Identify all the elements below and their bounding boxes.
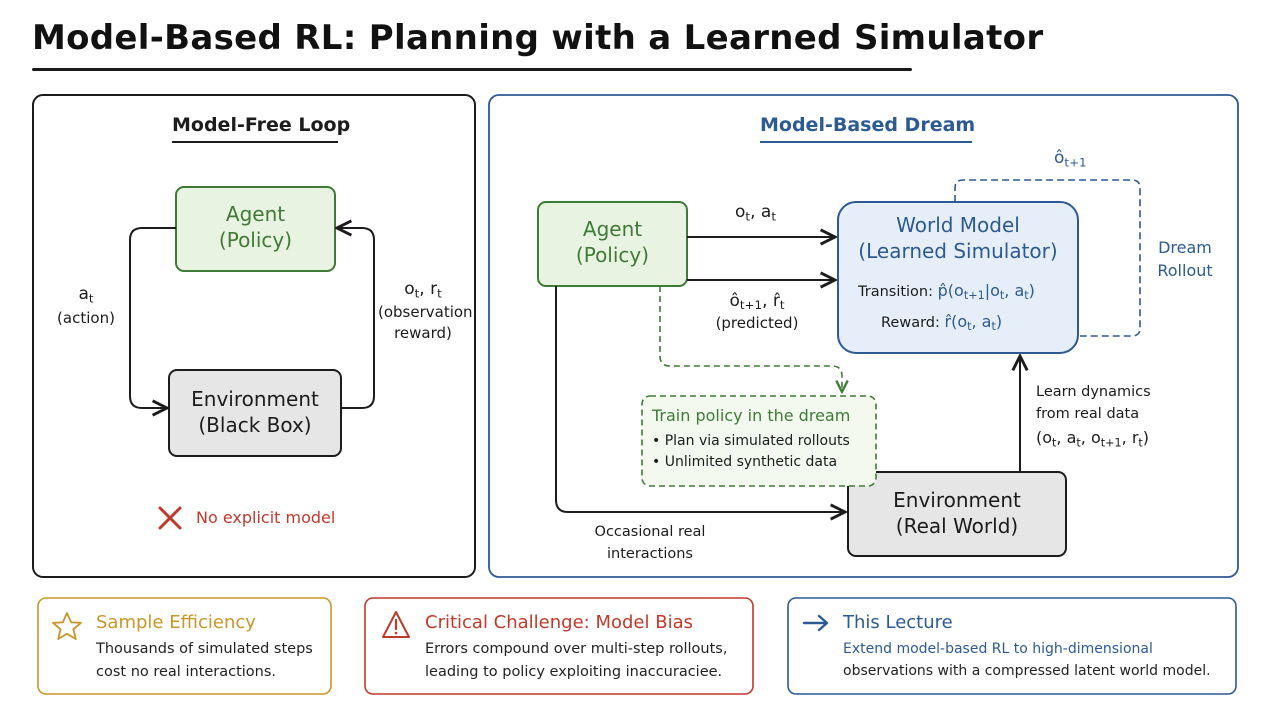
train-bullet-1: • Plan via simulated rollouts xyxy=(652,432,850,449)
page-title: Model-Based RL: Planning with a Learned … xyxy=(32,18,1044,58)
left-agent-label: Agent (Policy) xyxy=(176,201,335,253)
train-policy-title: Train policy in the dream xyxy=(652,406,851,425)
left-agent-line2: (Policy) xyxy=(218,228,293,252)
dream-observation-label: ôt+1 xyxy=(1054,148,1087,170)
no-model-x-icon xyxy=(158,506,182,530)
arrow-predicted-label: ôt+1, r̂t (predicted) xyxy=(705,290,809,333)
world-model-box xyxy=(837,201,1079,354)
real-environment-line2: (Real World) xyxy=(895,514,1019,538)
right-panel-heading: Model-Based Dream xyxy=(760,114,976,136)
card-body-sample-efficiency: Thousands of simulated steps cost no rea… xyxy=(96,641,313,681)
left-agent-line1: Agent xyxy=(225,202,286,226)
right-agent-line1: Agent xyxy=(582,217,643,241)
real-environment-line1: Environment xyxy=(893,488,1021,512)
real-environment-box xyxy=(847,471,1067,557)
agent-to-environment-arrow xyxy=(555,286,845,512)
card-box-sample-efficiency xyxy=(37,597,332,695)
action-label: at (action) xyxy=(50,282,122,329)
card-title-sample-efficiency: Sample Efficiency xyxy=(96,612,256,633)
title-underline xyxy=(32,68,912,71)
transition-formula: p̂(ot+1|ot, at) xyxy=(937,281,1035,303)
reward-row: Reward: r̂(ot, at) xyxy=(881,310,1002,335)
left-panel-heading: Model-Free Loop xyxy=(172,114,351,136)
warning-icon xyxy=(382,611,410,638)
arrow-right-icon xyxy=(802,614,829,632)
right-agent-box xyxy=(537,201,688,287)
real-environment-label: Environment (Real World) xyxy=(848,487,1066,539)
train-policy-text: Train policy in the dream • Plan via sim… xyxy=(652,404,850,474)
world-model-line2: (Learned Simulator) xyxy=(858,239,1058,263)
world-model-line1: World Model xyxy=(896,213,1020,237)
star-icon xyxy=(52,612,82,640)
transition-label: Transition: xyxy=(858,284,934,300)
dream-rollout-label: Dream Rollout xyxy=(1157,238,1213,281)
card-body-this-lecture: Extend model-based RL to high-dimensiona… xyxy=(843,641,1211,680)
card-body-model-bias: Errors compound over multi-step rollouts… xyxy=(425,641,728,681)
observation-text1: (observation, xyxy=(378,302,478,321)
card-title-model-bias: Critical Challenge: Model Bias xyxy=(425,612,693,633)
left-environment-line1: Environment xyxy=(191,387,319,411)
transition-row: Transition: p̂(ot+1|ot, at) xyxy=(858,279,1035,304)
card-box-this-lecture xyxy=(787,597,1237,695)
world-model-title: World Model (Learned Simulator) xyxy=(838,212,1078,264)
action-arrow xyxy=(129,227,176,408)
occasional-label: Occasional real interactions xyxy=(594,524,706,563)
action-label-text: (action) xyxy=(57,308,115,327)
observation-arrow xyxy=(337,228,375,409)
observation-text2: reward) xyxy=(394,323,452,342)
left-environment-label: Environment (Black Box) xyxy=(169,386,341,438)
right-agent-label: Agent (Policy) xyxy=(538,216,687,268)
card-box-model-bias xyxy=(364,597,754,695)
reward-formula: r̂(ot, at) xyxy=(944,312,1003,334)
left-environment-box xyxy=(168,369,342,457)
dream-rollout-loop xyxy=(954,179,1141,337)
model-free-panel xyxy=(32,94,476,578)
reward-label: Reward: xyxy=(881,315,940,331)
right-agent-line2: (Policy) xyxy=(575,243,650,267)
predicted-text: (predicted) xyxy=(715,313,799,332)
train-bullet-2: • Unlimited synthetic data xyxy=(652,454,838,471)
observation-label: ot, rt (observation, reward) xyxy=(378,279,478,342)
card-title-this-lecture: This Lecture xyxy=(843,612,953,633)
no-model-label: No explicit model xyxy=(196,508,336,527)
agent-to-train-arrow xyxy=(659,286,842,392)
left-environment-line2: (Black Box) xyxy=(198,413,312,437)
learn-dynamics-label: Learn dynamics from real data (ot, at, o… xyxy=(1036,384,1151,450)
train-policy-box xyxy=(641,395,877,487)
arrow-top-label: ot, at xyxy=(735,202,776,224)
